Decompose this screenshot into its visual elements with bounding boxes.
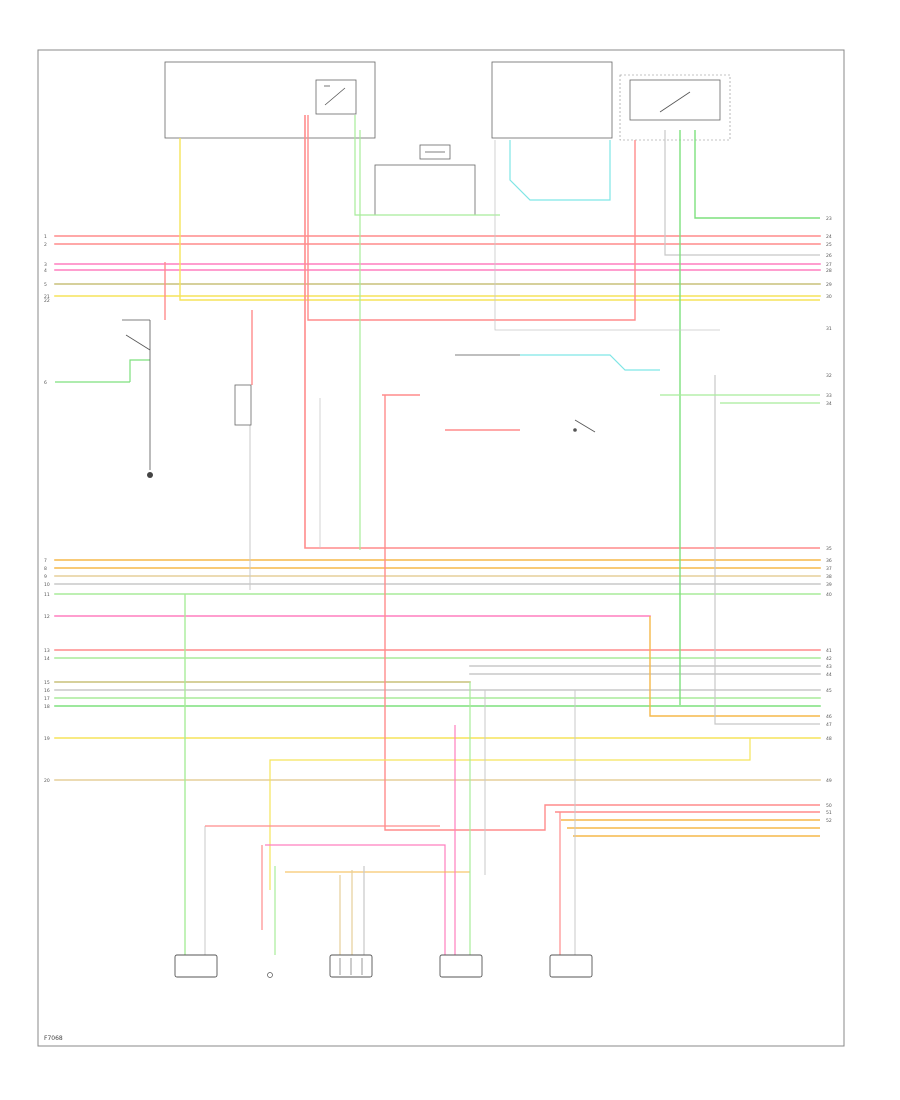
right-pin-label: 32: [826, 373, 832, 379]
right-pin-label: 36: [826, 558, 832, 564]
right-pin-label: 41: [826, 648, 832, 654]
left-pin-label: 5: [44, 282, 47, 288]
fuse-icon: [419, 144, 451, 160]
yellow-wire: [179, 138, 820, 301]
right-pin-label: 52: [826, 818, 832, 824]
red-wire: [304, 115, 820, 549]
right-pin-label: 48: [826, 736, 832, 742]
sensor-connector-1: [174, 954, 218, 978]
left-pin-label: 20: [44, 778, 50, 784]
sensor-connector-2: [267, 972, 273, 978]
right-pin-label: 30: [826, 294, 832, 300]
right-pin-label: 23: [826, 216, 832, 222]
red-wire: [307, 115, 636, 321]
pcm-relay-switch-icon: [629, 79, 721, 121]
left-pin-label: 12: [44, 614, 50, 620]
relay-switch-icon: [315, 79, 357, 115]
right-pin-label: 28: [826, 268, 832, 274]
right-pin-label: 40: [826, 592, 832, 598]
right-pin-label: 44: [826, 672, 832, 678]
left-pin-label: 11: [44, 592, 50, 598]
right-pin-label: 50: [826, 803, 832, 809]
right-pin-label: 49: [826, 778, 832, 784]
left-pin-label: 15: [44, 680, 50, 686]
right-pin-label: 37: [826, 566, 832, 572]
pink-wire: [265, 844, 446, 955]
sensor-connector-4: [439, 954, 483, 978]
right-pin-label: 25: [826, 242, 832, 248]
left-pin-label: 7: [44, 558, 47, 564]
pcm-relay-box: [619, 74, 731, 141]
left-pin-label: 22: [44, 298, 50, 304]
green-wire: [694, 130, 820, 219]
right-pin-label: 35: [826, 546, 832, 552]
left-pin-label: 21: [44, 294, 50, 300]
diagram-frame: [37, 49, 845, 1047]
sensor-box-icon: [234, 384, 252, 426]
right-pin-label: 34: [826, 401, 832, 407]
left-pin-label: 6: [44, 380, 47, 386]
right-pin-label: 26: [826, 253, 832, 259]
green-wire: [354, 115, 500, 216]
right-pin-label: 24: [826, 234, 832, 240]
routed-wires: [55, 115, 820, 955]
right-pin-label: 27: [826, 262, 832, 268]
yellow-wire: [269, 738, 751, 890]
left-pin-label: 9: [44, 574, 47, 580]
hot-in-start-box: [491, 61, 613, 139]
left-pin-label: 14: [44, 656, 50, 662]
right-pin-label: 39: [826, 582, 832, 588]
left-pin-label: 13: [44, 648, 50, 654]
bus-lines: [54, 235, 821, 781]
left-pin-label: 1: [44, 234, 47, 240]
right-pin-label: 33: [826, 393, 832, 399]
left-pin-label: 10: [44, 582, 50, 588]
left-pin-label: 4: [44, 268, 47, 274]
right-pin-label: 51: [826, 810, 832, 816]
left-pin-label: 8: [44, 566, 47, 572]
hot-all-times-box: [164, 61, 376, 139]
grey-wire: [714, 375, 820, 725]
left-pin-label: 16: [44, 688, 50, 694]
grey-wire: [664, 130, 820, 256]
orange-wire: [649, 616, 820, 717]
left-pin-label: 3: [44, 262, 47, 268]
right-pin-label: 46: [826, 714, 832, 720]
cyan-wire: [509, 140, 611, 201]
left-pin-label: 19: [44, 736, 50, 742]
left-switch-icon: [122, 319, 153, 478]
right-pin-label: 43: [826, 664, 832, 670]
right-pin-label: 42: [826, 656, 832, 662]
cyan-wire: [520, 354, 660, 371]
grey-wire: [494, 140, 720, 331]
sensor-connector-5: [549, 954, 593, 978]
left-pin-label: 2: [44, 242, 47, 248]
right-pin-label: 47: [826, 722, 832, 728]
right-pin-label: 38: [826, 574, 832, 580]
left-pin-label: 17: [44, 696, 50, 702]
right-pin-label: 45: [826, 688, 832, 694]
green-wire: [129, 359, 150, 382]
red-wire: [384, 395, 820, 831]
footer-code: F7068: [44, 1035, 63, 1042]
clutch-module-box: [374, 164, 476, 216]
sensor-connector-3: [329, 954, 373, 978]
clutch-switch-icon: [445, 354, 596, 433]
left-pin-label: 18: [44, 704, 50, 710]
right-pin-label: 29: [826, 282, 832, 288]
right-pin-label: 31: [826, 326, 832, 332]
